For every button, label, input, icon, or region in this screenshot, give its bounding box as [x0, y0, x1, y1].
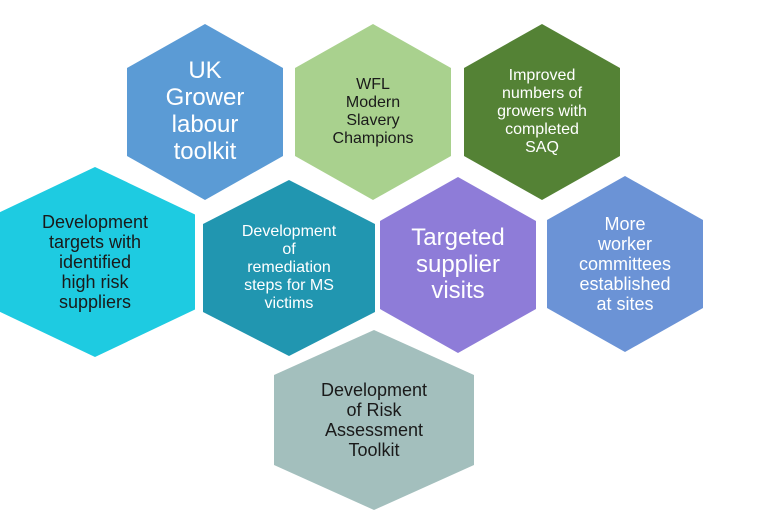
hexagon-uk-grower: [127, 24, 283, 200]
hexagon-targeted-visits: [380, 177, 536, 353]
hexagon-risk-assessment: [274, 330, 474, 510]
hexagon-improved-growers: [464, 24, 620, 200]
hexagon-wfl-champions: [295, 24, 451, 200]
hexagon-remediation-steps: [203, 180, 375, 356]
hexagon-development-targets: [0, 167, 195, 357]
hexagon-worker-committees: [547, 176, 703, 352]
